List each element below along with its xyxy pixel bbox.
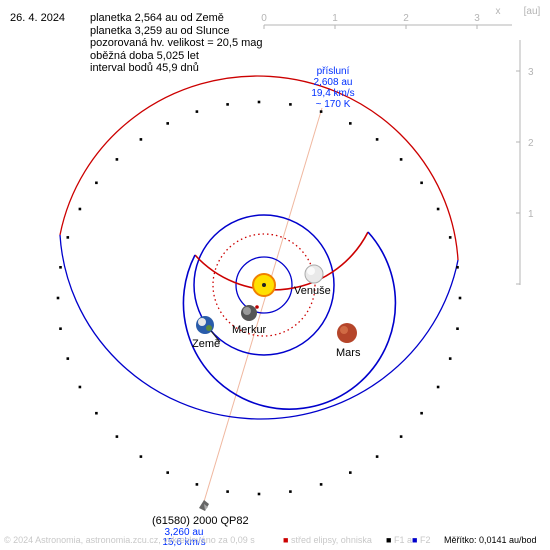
earth-orbit bbox=[193, 214, 335, 356]
orbit-point bbox=[375, 455, 379, 458]
orbit-point bbox=[436, 207, 440, 211]
orbit-point bbox=[420, 411, 423, 415]
orbit-point bbox=[289, 103, 292, 106]
orbit-point bbox=[399, 435, 403, 438]
mercury-icon bbox=[241, 305, 259, 321]
x-tick-3: 3 bbox=[474, 13, 480, 24]
y-tick-3: 3 bbox=[528, 67, 534, 78]
orbit-point bbox=[448, 236, 452, 239]
asteroid-speed: 15,6 km/s bbox=[162, 537, 205, 548]
x-tick-0: 0 bbox=[261, 13, 267, 24]
orbit-point bbox=[257, 492, 261, 496]
legend-f2: ■ F2 bbox=[412, 535, 431, 545]
asteroid-name: (61580) 2000 QP82 bbox=[152, 515, 249, 527]
x-axis-ticks: 0 1 2 3 x [au] bbox=[261, 6, 541, 29]
orbit-point bbox=[448, 357, 452, 360]
orbit-point bbox=[195, 483, 199, 486]
mercury-label: Merkur bbox=[232, 324, 267, 336]
orbit-point bbox=[226, 103, 229, 106]
perihelion-line bbox=[202, 107, 323, 506]
legend-center: ■ střed elipsy, ohniska bbox=[283, 535, 372, 545]
mercury-orbit bbox=[235, 256, 293, 314]
perihelion-title: přísluní bbox=[317, 66, 350, 77]
info-interval: interval bodů 45,9 dnů bbox=[90, 62, 199, 74]
info-magnitude: pozorovaná hv. velikost = 20,5 mag bbox=[90, 37, 263, 49]
orbit-point bbox=[319, 110, 323, 113]
orbit-point bbox=[115, 158, 119, 161]
orbit-point bbox=[195, 110, 199, 113]
info-distance-earth: planetka 2,564 au od Země bbox=[90, 12, 224, 24]
orbit-point bbox=[349, 122, 352, 125]
earth-icon bbox=[196, 316, 214, 334]
orbit-point bbox=[456, 327, 459, 330]
asteroid-icon bbox=[199, 500, 209, 511]
mars-orbit-blue bbox=[182, 231, 397, 410]
orbit-point bbox=[78, 385, 82, 389]
legend-f1: ■ F1 a bbox=[386, 535, 412, 545]
sun-icon bbox=[252, 273, 276, 297]
earth-label: Země bbox=[192, 338, 220, 350]
orbit-point bbox=[166, 122, 169, 125]
scale-label: Měřítko: 0,0141 au/bod bbox=[444, 535, 537, 545]
mars-orbit-red bbox=[194, 231, 369, 291]
perihelion-temperature: ~ 170 K bbox=[316, 99, 351, 110]
orbit-point bbox=[257, 100, 261, 104]
orbit-point bbox=[375, 138, 379, 141]
orbit-point bbox=[66, 236, 70, 239]
orbit-point bbox=[349, 471, 352, 474]
orbit-point bbox=[399, 158, 403, 161]
credit-text: © 2024 Astronomia, astronomia.zcu.cz, vy… bbox=[4, 535, 255, 545]
y-axis-ticks: 3 2 1 bbox=[516, 67, 534, 285]
y-tick-2: 2 bbox=[528, 138, 534, 149]
x-axis-letter: x bbox=[496, 6, 501, 17]
orbit-point bbox=[115, 435, 119, 438]
orbit-point bbox=[95, 411, 98, 415]
info-panel: planetka 2,564 au od Země planetka 3,259… bbox=[90, 12, 263, 75]
orbit-point bbox=[289, 490, 292, 493]
orbit-point bbox=[226, 490, 229, 493]
info-period: oběžná doba 5,025 let bbox=[90, 49, 199, 62]
x-tick-2: 2 bbox=[403, 13, 409, 24]
date-label: 26. 4. 2024 bbox=[10, 12, 66, 24]
orbit-point bbox=[59, 266, 62, 269]
venus-label: Venuše bbox=[294, 285, 331, 297]
orbit-point bbox=[78, 207, 82, 211]
y-tick-1: 1 bbox=[528, 209, 534, 220]
mars-label: Mars bbox=[336, 347, 361, 359]
orbit-point bbox=[456, 266, 459, 269]
x-tick-1: 1 bbox=[332, 13, 338, 24]
asteroid-distance: 3,260 au bbox=[165, 527, 204, 538]
unit-label: [au] bbox=[524, 6, 541, 17]
orbit-point bbox=[139, 138, 143, 141]
mars-icon bbox=[337, 323, 357, 343]
orbit-point bbox=[56, 296, 60, 300]
orbit-point bbox=[458, 296, 462, 300]
perihelion-speed: 19,4 km/s bbox=[311, 88, 354, 99]
venus-orbit bbox=[212, 233, 316, 337]
footer: © 2024 Astronomia, astronomia.zcu.cz, vy… bbox=[0, 531, 550, 549]
venus-icon bbox=[304, 264, 324, 284]
asteroid-orbit bbox=[56, 75, 462, 496]
orbit-point bbox=[166, 471, 169, 474]
info-distance-sun: planetka 3,259 au od Slunce bbox=[90, 24, 230, 37]
orbit-point bbox=[95, 181, 98, 185]
orbit-point bbox=[436, 385, 440, 389]
orbit-point bbox=[139, 455, 143, 458]
orbit-point bbox=[66, 357, 70, 360]
orbit-point bbox=[59, 327, 62, 330]
perihelion-distance: 2,608 au bbox=[314, 77, 353, 88]
orbit-point bbox=[420, 181, 423, 185]
orbit-point bbox=[319, 483, 323, 486]
